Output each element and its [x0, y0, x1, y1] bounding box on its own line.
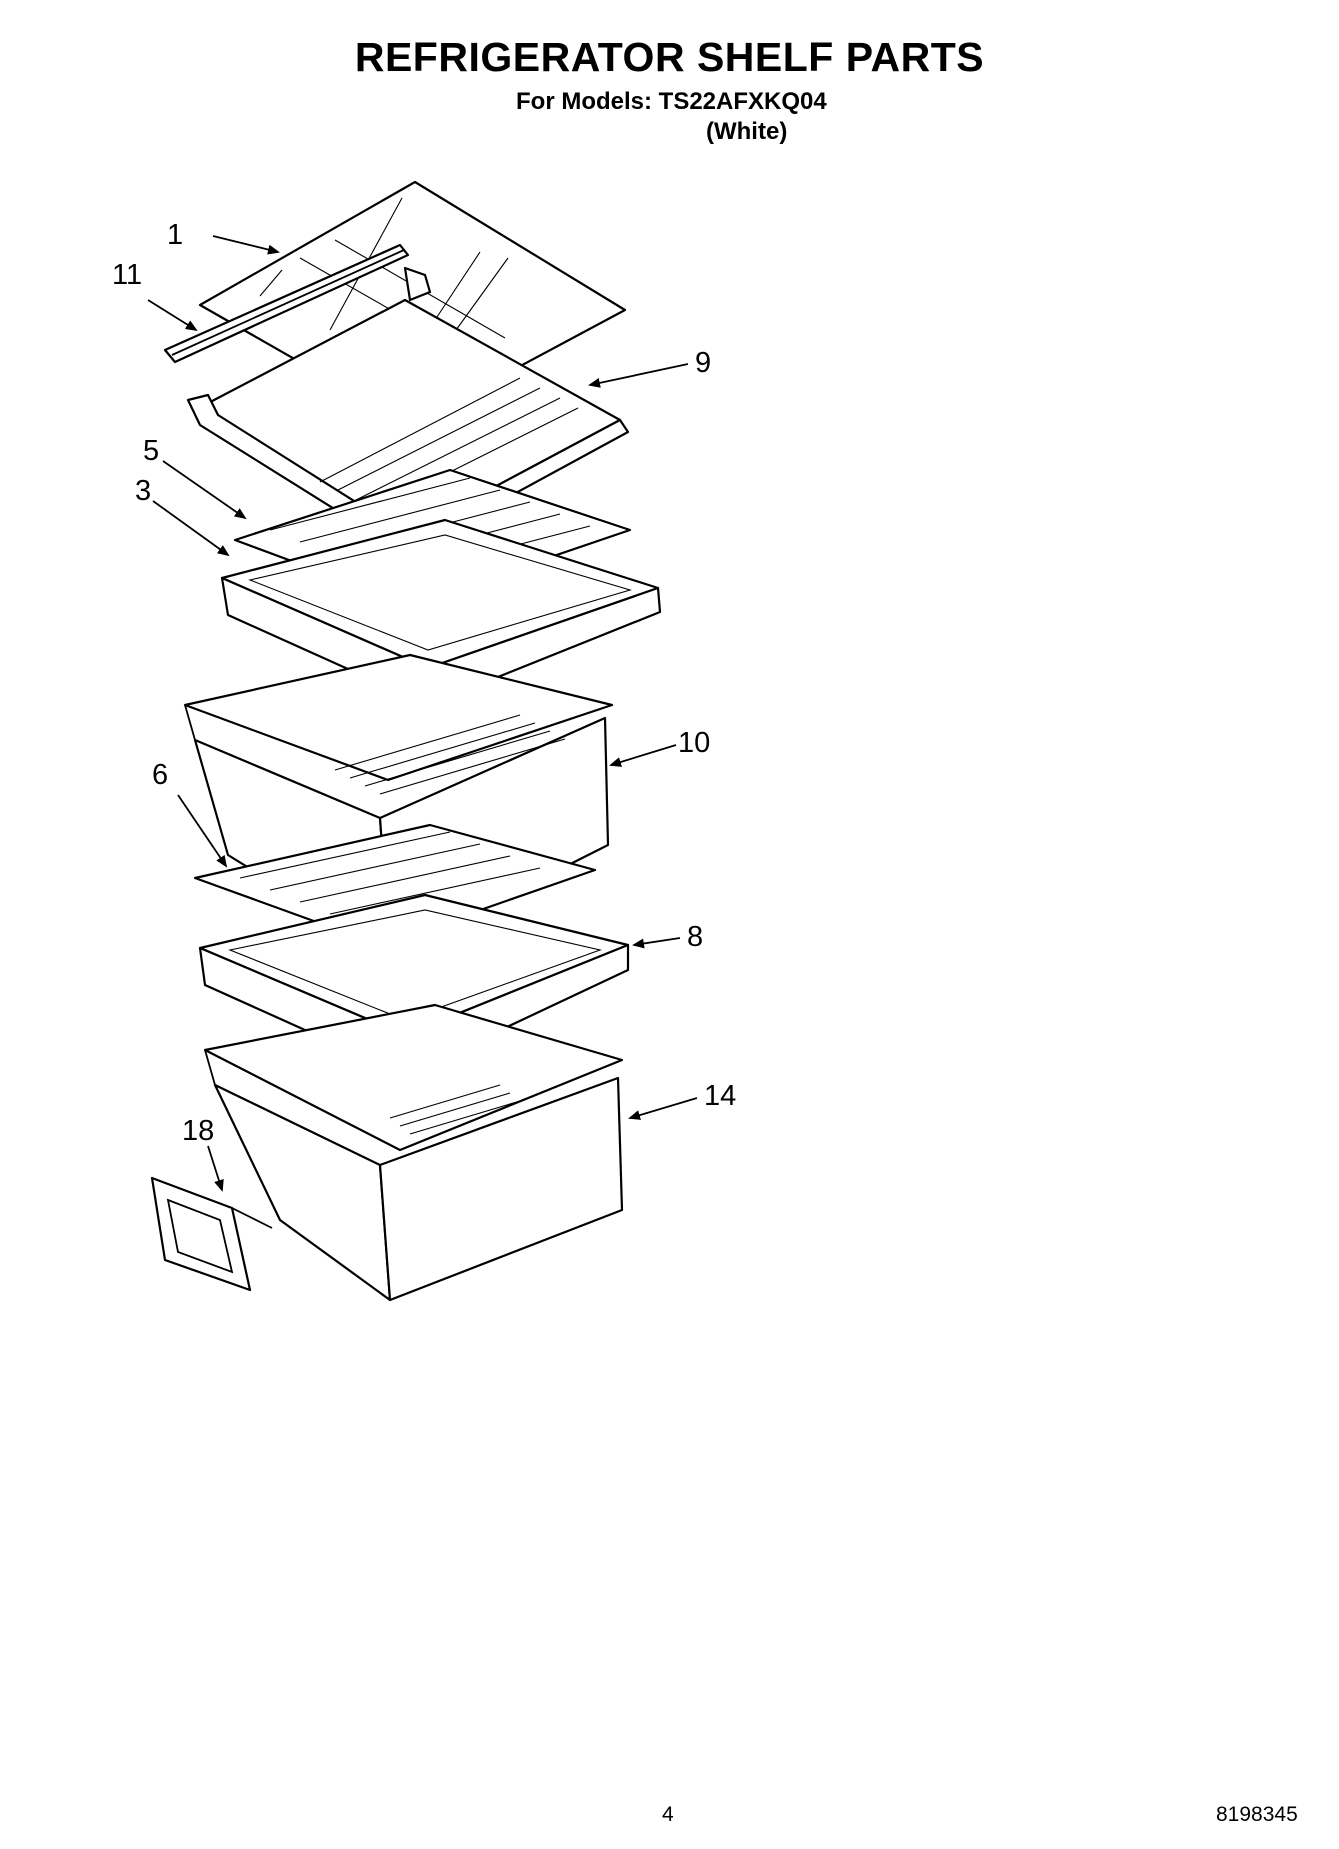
callout-8: 8 — [687, 921, 703, 953]
arrow-18 — [207, 1145, 224, 1192]
callout-14: 14 — [704, 1080, 736, 1112]
part-11-trim — [163, 243, 410, 364]
arrow-11 — [147, 299, 198, 332]
page-number: 4 — [662, 1803, 674, 1826]
arrow-8 — [632, 937, 681, 949]
arrow-1 — [212, 235, 280, 255]
document-number: 8198345 — [1216, 1803, 1298, 1826]
callout-5: 5 — [143, 435, 159, 467]
arrow-5 — [162, 460, 247, 520]
callout-arrows — [147, 235, 698, 1192]
callout-labels: 1 11 9 5 3 10 6 8 14 18 — [112, 219, 736, 1147]
page-title: REFRIGERATOR SHELF PARTS — [354, 34, 985, 80]
arrow-9 — [588, 363, 689, 388]
part-14-lower-crisper-drawer — [203, 1003, 624, 1302]
color-line: (White) — [706, 118, 788, 145]
callout-6: 6 — [152, 759, 168, 791]
arrow-3 — [152, 500, 230, 557]
callout-1: 1 — [167, 219, 183, 251]
callout-11: 11 — [112, 259, 142, 291]
arrow-10 — [609, 744, 677, 767]
callout-9: 9 — [695, 347, 711, 379]
models-line: For Models: TS22AFXKQ04 — [516, 88, 827, 115]
callout-3: 3 — [135, 475, 151, 507]
part-18-label — [150, 1176, 273, 1292]
arrow-14 — [628, 1097, 698, 1120]
arrow-6 — [177, 794, 228, 868]
callout-18: 18 — [182, 1115, 214, 1147]
callout-10: 10 — [678, 727, 710, 759]
